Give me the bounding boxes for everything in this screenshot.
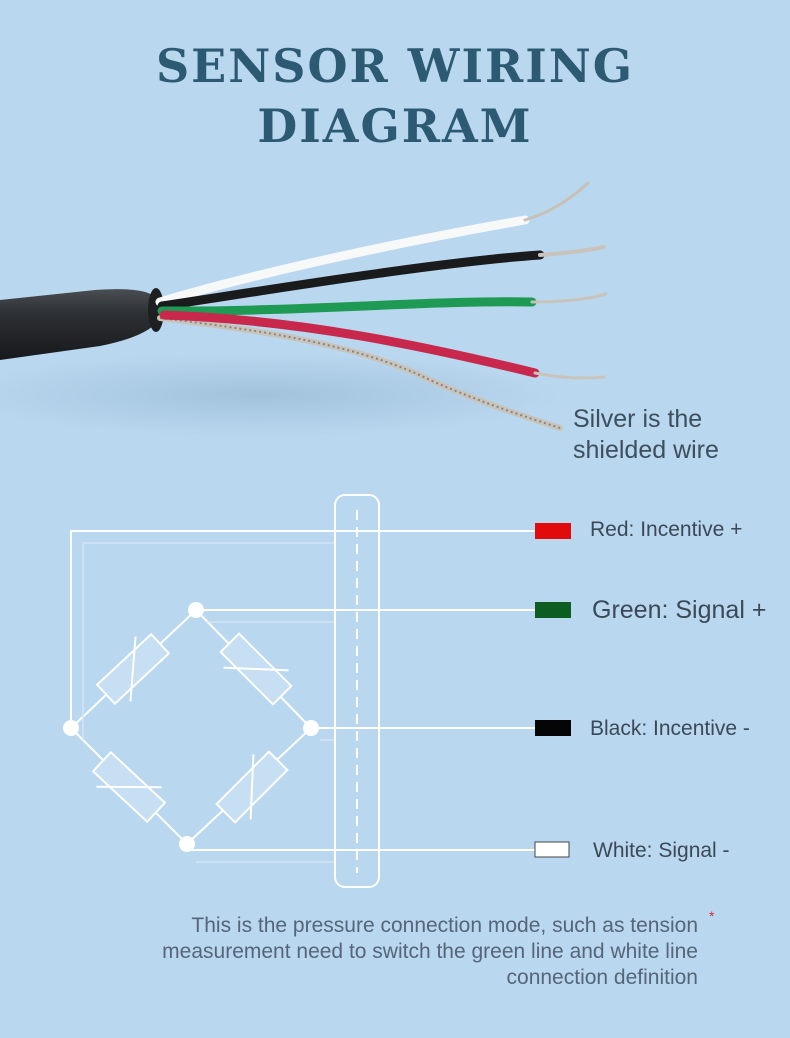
swatch-green [535,602,571,618]
circuit-shadow-red [82,542,335,740]
swatch-black [535,720,571,736]
node-left [63,720,79,736]
resistor-lower-left [91,750,167,824]
cable-shadow [0,353,560,437]
page-title-line-2: DIAGRAM [257,99,533,153]
resistor-upper-right [219,632,293,706]
wire-label-red: Red: Incentive + [590,518,743,541]
node-right [303,720,319,736]
resistor-upper-left [95,632,171,706]
footnote-line-2: measurement need to switch the green lin… [162,940,698,963]
green-wire [157,297,537,316]
cable-jacket [0,289,160,360]
page-title-line-1: SENSOR WIRING [155,39,635,93]
red-wire [159,310,540,378]
swatch-white [534,841,570,858]
footnote-line-1: This is the pressure connection mode, su… [191,914,698,937]
node-top [188,602,204,618]
shield-note: Silver is the shielded wire [573,404,719,466]
wire-label-white: White: Signal - [593,839,730,862]
bridge-circuit [63,494,571,888]
wire-label-black: Black: Incentive - [590,717,750,740]
bridge-diamond [70,608,313,846]
cable-illustration [0,181,608,437]
red-wire-tip [533,371,606,380]
resistor-lower-right [215,750,289,824]
swatch-red [535,523,571,539]
green-wire-tip [530,292,608,304]
white-wire-tip [523,181,590,222]
shield-note-line-2: shielded wire [573,436,719,464]
node-bottom [179,836,195,852]
footnote-line-3: connection definition [506,966,698,989]
wire-label-green: Green: Signal + [592,596,767,624]
circuit-line-red [70,530,535,728]
shield-note-line-1: Silver is the [573,405,703,433]
black-wire-tip [538,245,606,257]
shield-wire-strands [159,317,561,429]
footnote: This is the pressure connection mode, su… [60,913,698,991]
shield-tube [334,494,380,888]
black-wire [157,250,545,311]
footnote-marker: * [709,908,715,924]
white-wire [155,215,530,307]
